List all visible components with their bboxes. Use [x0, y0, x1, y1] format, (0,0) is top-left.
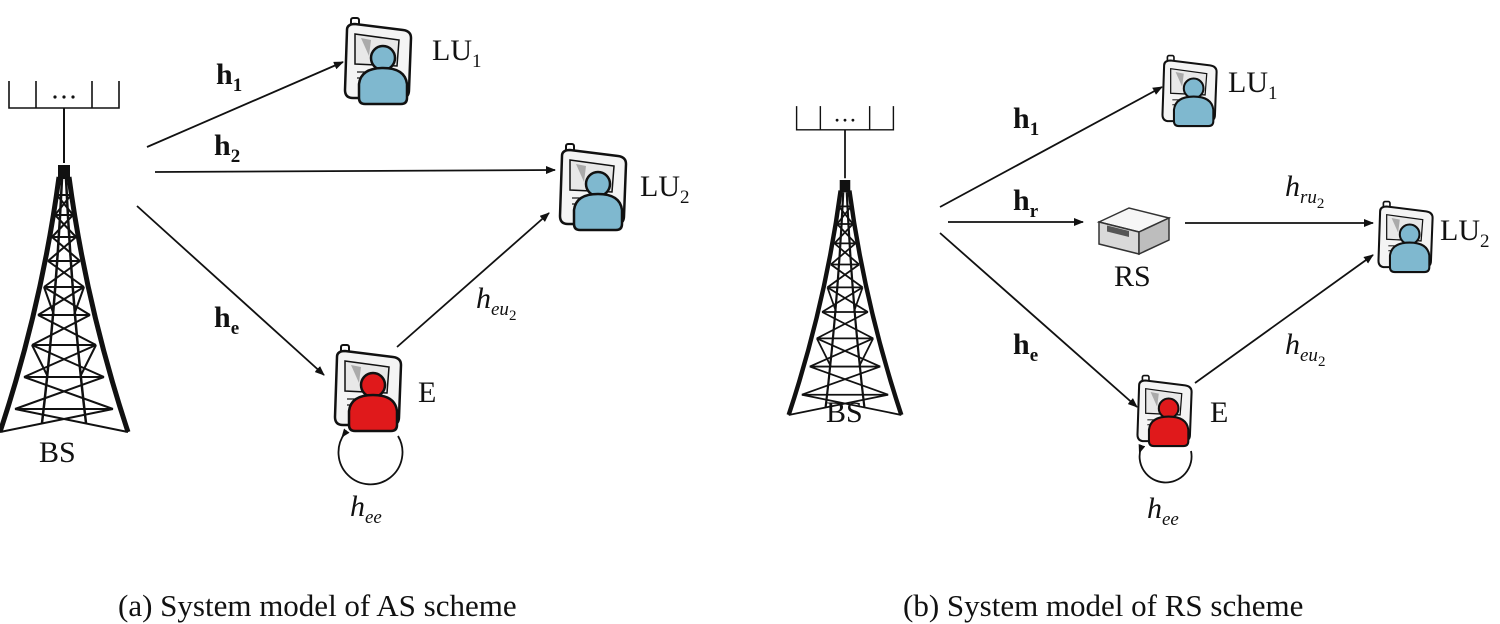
- node-label-lu2-b: LU2: [1440, 214, 1490, 252]
- self-loop-hee: [337, 428, 404, 486]
- channel-label-hee-b: hee: [1147, 492, 1179, 530]
- user-phone-icon-lu2: [558, 142, 628, 232]
- panel-b: [789, 54, 1434, 484]
- channel-label-hru2: hru2: [1285, 170, 1325, 212]
- channel-label-hee: hee: [350, 490, 382, 528]
- channel-label-heu2-b: heu2: [1285, 328, 1326, 370]
- link-he: [136, 205, 325, 376]
- relay-station-icon: [1098, 207, 1170, 255]
- link-h1: [146, 61, 344, 148]
- node-label-lu2: LU2: [640, 170, 690, 208]
- channel-label-h1: h1: [216, 58, 243, 96]
- link-heu2-b: [1194, 254, 1374, 384]
- channel-label-hr: hr: [1013, 184, 1039, 222]
- channel-label-heu2: heu2: [476, 282, 517, 324]
- node-label-rs: RS: [1114, 260, 1151, 293]
- caption-a: (a) System model of AS scheme: [118, 588, 517, 623]
- channel-label-he-b: he: [1013, 328, 1039, 366]
- user-phone-icon-lu1-b: [1161, 54, 1218, 128]
- user-phone-icon-lu1: [343, 16, 413, 106]
- channel-label-h1-b: h1: [1013, 102, 1040, 140]
- link-h1-b: [939, 86, 1163, 208]
- caption-b: (b) System model of RS scheme: [903, 588, 1304, 623]
- node-label-bs-b: BS: [826, 396, 863, 429]
- link-h2: [154, 166, 556, 175]
- node-label-lu1-b: LU1: [1228, 66, 1278, 104]
- antenna-tower-icon-b: [789, 106, 902, 415]
- self-loop-hee-b: [1138, 444, 1193, 484]
- node-label-e: E: [418, 376, 437, 409]
- user-phone-icon-lu2-b: [1377, 200, 1434, 274]
- node-label-lu1: LU1: [432, 34, 482, 72]
- antenna-tower-icon: [0, 81, 128, 432]
- channel-label-h2: h2: [214, 129, 241, 167]
- channel-label-he: he: [214, 301, 240, 339]
- eavesdropper-phone-icon-b: [1136, 374, 1193, 448]
- link-he-b: [939, 232, 1138, 408]
- panel-a: [0, 16, 628, 486]
- node-label-e-b: E: [1210, 396, 1229, 429]
- link-heu2: [396, 212, 550, 348]
- node-label-bs: BS: [39, 436, 76, 469]
- eavesdropper-phone-icon: [333, 343, 403, 433]
